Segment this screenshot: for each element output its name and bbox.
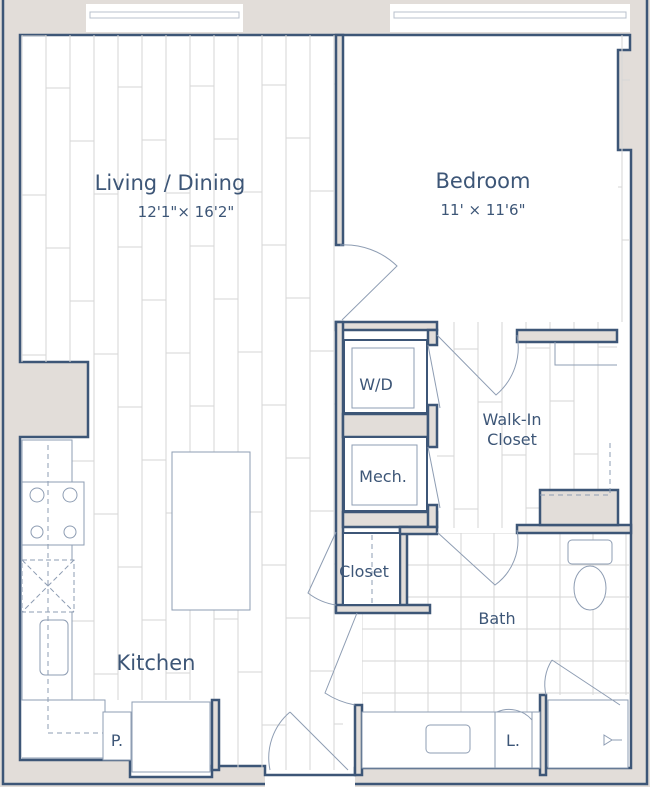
room-label-wd: W/D xyxy=(359,375,393,394)
wall xyxy=(353,703,364,777)
burner xyxy=(29,487,45,503)
kitchen-island xyxy=(171,451,251,611)
wd-door xyxy=(427,344,441,409)
shower-head-icon xyxy=(603,734,622,746)
washer-dryer xyxy=(351,347,415,409)
wall xyxy=(538,693,548,777)
bath-fixtures xyxy=(361,539,629,769)
interior-walls xyxy=(210,33,633,777)
room-dimensions-bedroom: 11' × 11'6" xyxy=(441,201,526,219)
mech-door xyxy=(427,446,441,509)
interior-floor xyxy=(18,33,633,779)
kitchen-sink xyxy=(39,619,69,676)
walk-in-shelf xyxy=(554,342,617,366)
linen-closet xyxy=(494,711,533,769)
burner xyxy=(30,525,44,539)
wall xyxy=(538,488,620,527)
entry-door xyxy=(268,711,349,771)
label-pantry: P. xyxy=(111,731,123,750)
mech-unit xyxy=(351,444,418,506)
toilet-bowl xyxy=(573,565,607,611)
wall xyxy=(426,403,439,449)
wall xyxy=(398,525,439,536)
wall xyxy=(426,503,439,529)
bath-hall-door xyxy=(324,612,358,706)
linen-door xyxy=(496,708,533,721)
kitchen-fixtures xyxy=(21,439,251,773)
counter xyxy=(22,699,106,759)
windows xyxy=(86,4,630,32)
burner xyxy=(62,487,78,503)
wall xyxy=(334,320,439,332)
bath-door xyxy=(436,529,519,586)
room-label-bedroom: Bedroom xyxy=(436,169,531,193)
pantry xyxy=(102,711,132,761)
walk-in-door xyxy=(436,334,519,396)
room-label-kitchen: Kitchen xyxy=(117,651,196,675)
wall xyxy=(426,328,439,347)
dishwasher-mark xyxy=(21,559,75,613)
wall xyxy=(341,412,430,439)
wall xyxy=(210,698,221,772)
room-label-bath: Bath xyxy=(478,609,515,628)
bedroom-door xyxy=(339,244,398,321)
room-label-closet: Closet xyxy=(339,562,389,581)
room-dimensions-living: 12'1"× 16'2" xyxy=(138,203,235,221)
room-label-living: Living / Dining xyxy=(95,171,246,195)
window-sash xyxy=(89,11,240,19)
burner xyxy=(63,525,77,539)
bath-sink xyxy=(425,724,471,754)
closet-door xyxy=(307,531,337,606)
label-linen: L. xyxy=(506,731,520,750)
room-label-mech: Mech. xyxy=(359,467,407,486)
shower xyxy=(547,699,629,769)
room-label-walk-in-2: Closet xyxy=(487,430,537,449)
shower-door xyxy=(544,659,621,706)
toilet-tank xyxy=(567,539,613,565)
doors xyxy=(268,244,621,771)
wall xyxy=(341,510,439,529)
wall xyxy=(334,33,345,247)
room-label-walk-in-1: Walk-In xyxy=(483,410,542,429)
wall xyxy=(515,328,619,344)
wall xyxy=(334,603,432,615)
window-sash xyxy=(393,11,627,19)
wall xyxy=(398,525,409,609)
refrigerator xyxy=(131,701,211,773)
